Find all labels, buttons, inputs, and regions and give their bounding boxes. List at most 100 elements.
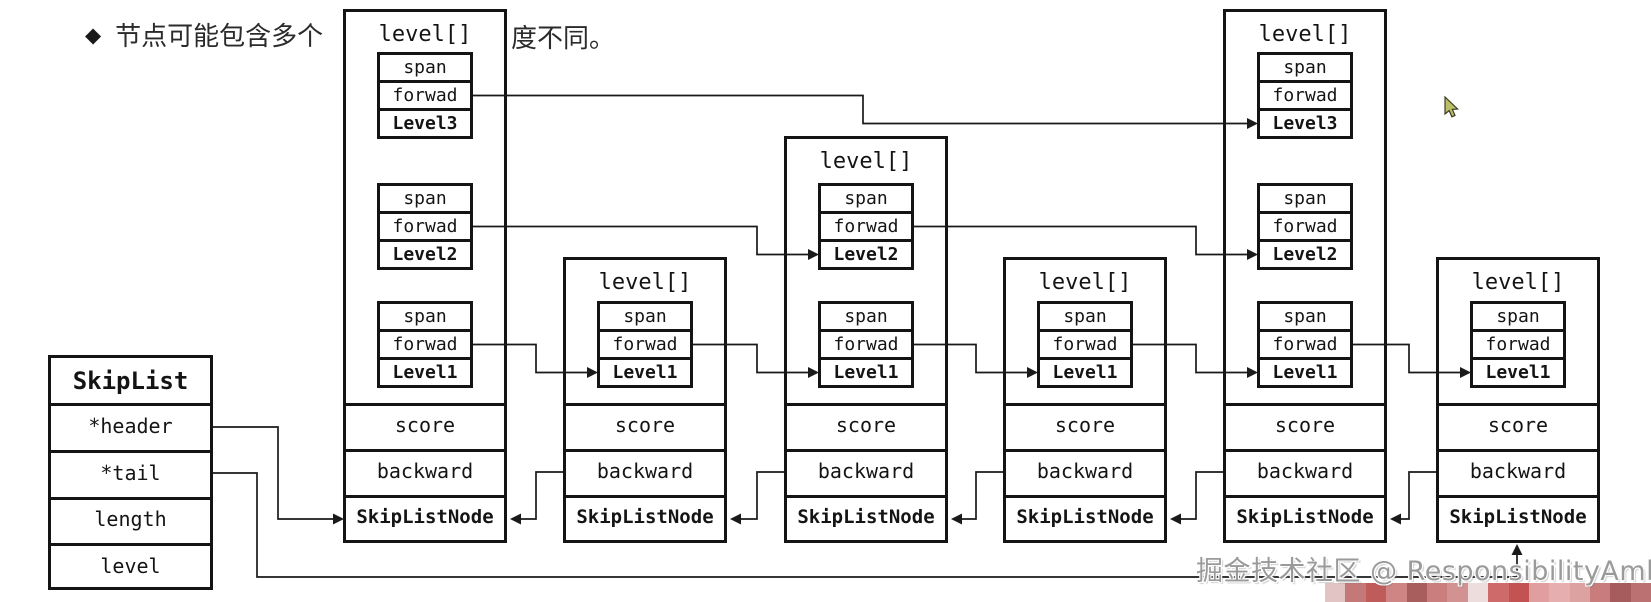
struct-divider — [51, 543, 210, 546]
strip-block — [1569, 583, 1591, 602]
strip-block — [1488, 583, 1509, 602]
struct-divider — [51, 497, 210, 500]
strip-block — [1406, 583, 1427, 602]
strip-block — [1365, 583, 1387, 602]
backward-arrowhead-icon — [951, 513, 962, 525]
level-array-title: level[] — [378, 22, 472, 47]
forward-arrow-l3-node-1-node-5 — [473, 94, 1249, 125]
node-divider — [1226, 449, 1384, 452]
struct-divider — [51, 403, 210, 406]
backward-arrow-node-6-node-5 — [1399, 471, 1436, 520]
strip-block — [1386, 583, 1407, 602]
node-divider — [566, 403, 724, 406]
skiplist-title: SkipList — [72, 367, 189, 395]
span-cell: span — [1496, 306, 1540, 327]
strip-block — [1528, 583, 1550, 602]
skiplistnode-row: SkipListNode — [1236, 506, 1374, 528]
forward-cell: forwad — [1260, 211, 1350, 239]
node-divider — [566, 495, 724, 498]
strip-block — [1447, 583, 1468, 602]
node-divider — [787, 495, 945, 498]
node-divider — [787, 403, 945, 406]
forward-cell: forwad — [1473, 329, 1563, 357]
skiplist-field-length: length — [94, 507, 167, 531]
forward-cell: forwad — [380, 211, 470, 239]
skiplistnode-row: SkipListNode — [356, 506, 494, 528]
node-divider — [1226, 403, 1384, 406]
node-divider — [1006, 403, 1164, 406]
node-divider — [1006, 495, 1164, 498]
score-row: score — [1487, 413, 1549, 437]
struct-divider — [51, 450, 210, 453]
level-name-cell: Level3 — [380, 108, 470, 136]
level-name-cell: Level1 — [1473, 357, 1563, 385]
span-cell: span — [1283, 188, 1327, 209]
level-array-title: level[] — [1038, 270, 1132, 295]
skiplist-field-level: level — [100, 554, 161, 578]
level-name-cell: Level1 — [1260, 357, 1350, 385]
diamond-bullet-icon: ◆ — [85, 22, 102, 47]
heading-text-left: 节点可能包含多个 — [115, 22, 324, 52]
node-divider — [787, 449, 945, 452]
level-name-cell: Level1 — [1040, 357, 1130, 385]
span-cell: span — [403, 57, 447, 78]
skiplist-field-header: *header — [88, 414, 173, 438]
forward-cell: forwad — [821, 211, 911, 239]
color-strip — [1325, 583, 1651, 602]
forward-cell: forwad — [380, 329, 470, 357]
level-name-cell: Level1 — [380, 357, 470, 385]
span-cell: span — [623, 306, 667, 327]
backward-arrowhead-icon — [1390, 513, 1401, 525]
skiplistnode-row: SkipListNode — [576, 506, 714, 528]
node-divider — [566, 449, 724, 452]
score-row: score — [614, 413, 676, 437]
forward-arrow-l2-node-1-node-3 — [473, 225, 810, 256]
node-divider — [1439, 495, 1597, 498]
node-divider — [346, 403, 504, 406]
level-name-cell: Level3 — [1260, 108, 1350, 136]
strip-block — [1345, 583, 1366, 602]
score-row: score — [1054, 413, 1116, 437]
level-name-cell: Level1 — [821, 357, 911, 385]
strip-block — [1325, 583, 1346, 602]
span-cell: span — [1063, 306, 1107, 327]
backward-row: backward — [817, 459, 915, 483]
span-cell: span — [403, 188, 447, 209]
forward-arrow-l2-node-3-node-5 — [914, 225, 1249, 256]
backward-row: backward — [1036, 459, 1134, 483]
forward-cell: forwad — [821, 329, 911, 357]
skiplist-field-tail: *tail — [100, 461, 161, 485]
backward-arrowhead-icon — [1170, 513, 1181, 525]
backward-arrowhead-icon — [510, 513, 521, 525]
forward-cell: forwad — [1040, 329, 1130, 357]
level-array-title: level[] — [1471, 270, 1565, 295]
strip-block — [1610, 583, 1631, 602]
heading-text-right: 度不同。 — [511, 24, 616, 54]
backward-row: backward — [376, 459, 474, 483]
skiplist-struct-box: SkipList *header *tail length level — [48, 355, 213, 590]
forward-cell: forwad — [1260, 80, 1350, 108]
backward-arrowhead-icon — [730, 513, 741, 525]
level-name-cell: Level2 — [380, 239, 470, 267]
mouse-cursor-icon — [1444, 96, 1459, 118]
node-divider — [1439, 449, 1597, 452]
level-name-cell: Level1 — [600, 357, 690, 385]
watermark: 掘金技术社区 @ ResponsibilityAmbiti — [1196, 556, 1651, 587]
forward-cell: forwad — [600, 329, 690, 357]
backward-arrow-node-3-node-2 — [739, 471, 784, 520]
node-divider — [1226, 495, 1384, 498]
